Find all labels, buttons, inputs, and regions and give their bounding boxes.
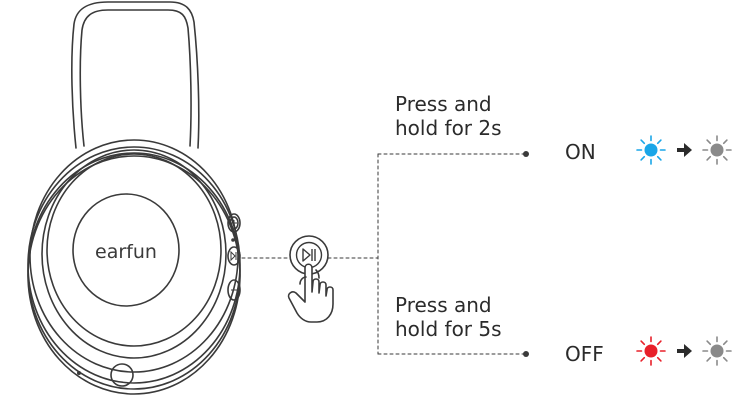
brand-logo: earfun [95,241,157,263]
led-light-icon-on-gray [703,136,731,164]
state-off-label: OFF [565,342,604,366]
pointing-hand-icon [289,264,333,322]
instruction-off-line2: hold for 5s [395,317,502,341]
leader-dot-on [523,151,529,157]
led-light-icon-off-gray [703,337,731,365]
instruction-on-line1: Press and [395,92,492,116]
small-play-pause-icon [231,252,236,260]
led-light-icon-on-blue [637,136,665,164]
led-light-icon-off-red [637,337,665,365]
right-arrow-icon-off [677,344,692,358]
earcup-mic-dot [231,238,235,242]
earcup-shell [28,140,240,394]
instruction-off-line1: Press and [395,293,492,317]
right-arrow-icon-on [677,143,692,157]
leader-dot-off [523,351,529,357]
state-on-label: ON [565,140,596,164]
headband [72,2,199,148]
status-led-dot [77,371,81,375]
instruction-on-line2: hold for 2s [395,116,502,140]
